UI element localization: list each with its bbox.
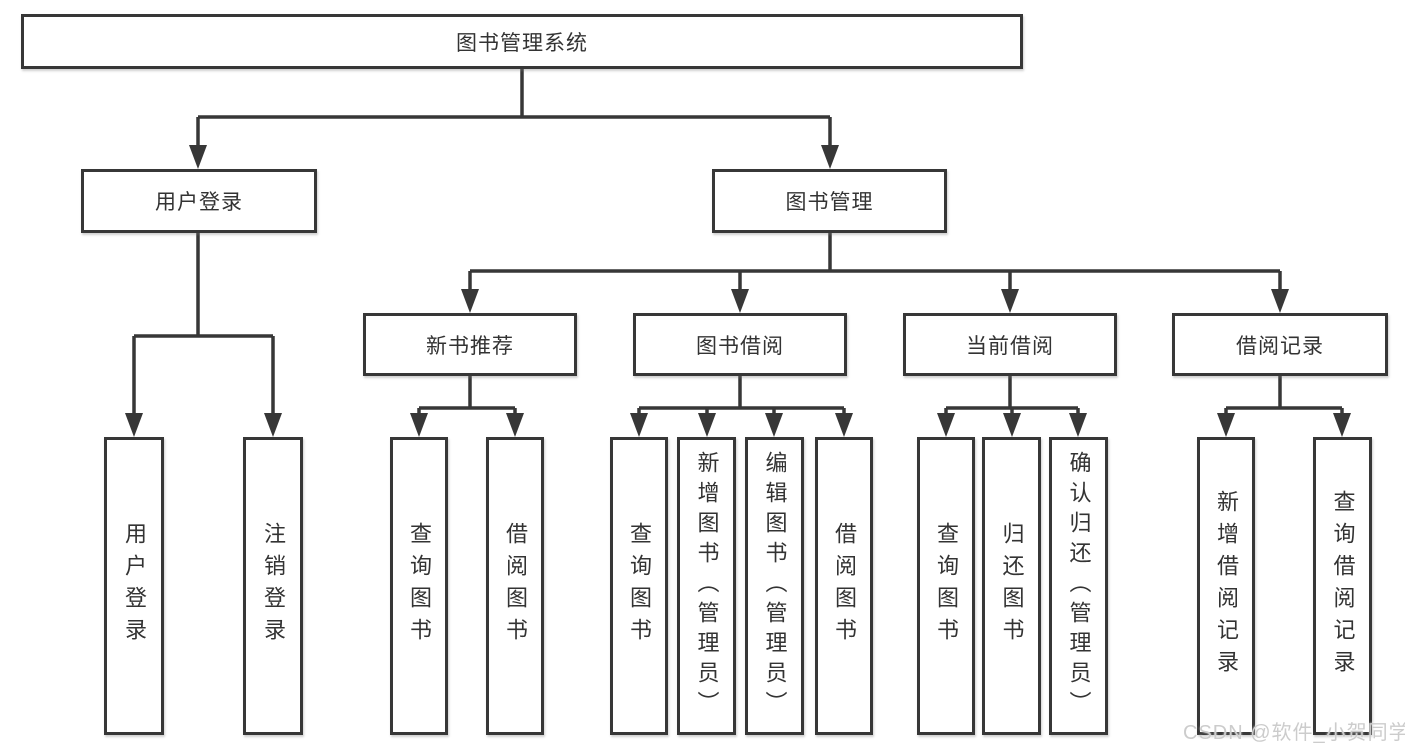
node-label: 图书管理系统: [456, 31, 588, 55]
leaf-edit-books-admin: 编辑图书（管理员）: [745, 437, 804, 735]
leaf-label: 归还图书: [999, 522, 1025, 650]
leaf-confirm-return-admin: 确认归还（管理员）: [1049, 437, 1108, 735]
csdn-watermark: CSDN @软件_小贺同学: [1183, 722, 1405, 744]
connector-book-management-to-level3: [461, 233, 1289, 313]
node-label: 图书管理: [785, 191, 874, 214]
leaf-borrow-books: 借阅图书: [815, 437, 873, 735]
connector-new-book-recommend-to-leaves: [410, 376, 524, 437]
leaf-add-borrow-record: 新增借阅记录: [1197, 437, 1255, 735]
node-label: 用户登录: [155, 191, 243, 214]
leaf-label: 查询图书: [407, 522, 432, 650]
node-user-login: 用户登录: [81, 169, 317, 233]
node-label: 当前借阅: [966, 334, 1054, 358]
leaf-query-books-current: 查询图书: [917, 437, 975, 735]
leaf-label: 用户登录: [122, 522, 147, 650]
leaf-label: 注销登录: [261, 522, 286, 650]
leaf-label: 查询借阅记录: [1330, 490, 1356, 682]
leaf-borrow-books-recommend: 借阅图书: [486, 437, 544, 735]
connector-root-to-level2: [189, 69, 839, 169]
leaf-user-login: 用户登录: [104, 437, 164, 735]
connector-user-login-to-leaves: [125, 233, 282, 437]
leaf-query-books-borrow: 查询图书: [610, 437, 668, 735]
node-label: 图书借阅: [696, 334, 784, 358]
node-current-borrow: 当前借阅: [903, 313, 1117, 376]
node-label: 借阅记录: [1236, 334, 1324, 358]
connector-borrow-records-to-leaves: [1217, 376, 1351, 437]
leaf-query-books-recommend: 查询图书: [390, 437, 448, 735]
connector-current-borrow-to-leaves: [937, 376, 1087, 437]
node-label: 新书推荐: [426, 334, 514, 358]
leaf-label: 查询图书: [934, 522, 959, 650]
leaf-query-borrow-record: 查询借阅记录: [1313, 437, 1372, 735]
node-borrow-records: 借阅记录: [1172, 313, 1388, 376]
connector-book-borrow-to-leaves: [630, 376, 853, 437]
leaf-label: 新增借阅记录: [1214, 490, 1239, 682]
leaf-label: 借阅图书: [832, 522, 857, 650]
leaf-label: 新增图书（管理员）: [694, 451, 720, 721]
node-root-library-management-system: 图书管理系统: [21, 14, 1023, 69]
leaf-label: 借阅图书: [503, 522, 528, 650]
node-book-borrow: 图书借阅: [633, 313, 847, 376]
leaf-label: 编辑图书（管理员）: [762, 451, 788, 721]
leaf-logout: 注销登录: [243, 437, 303, 735]
leaf-add-books-admin: 新增图书（管理员）: [677, 437, 736, 735]
node-book-management: 图书管理: [712, 169, 947, 233]
leaf-label: 查询图书: [627, 522, 652, 650]
node-new-book-recommend: 新书推荐: [363, 313, 577, 376]
leaf-return-books: 归还图书: [982, 437, 1041, 735]
leaf-label: 确认归还（管理员）: [1066, 451, 1092, 721]
